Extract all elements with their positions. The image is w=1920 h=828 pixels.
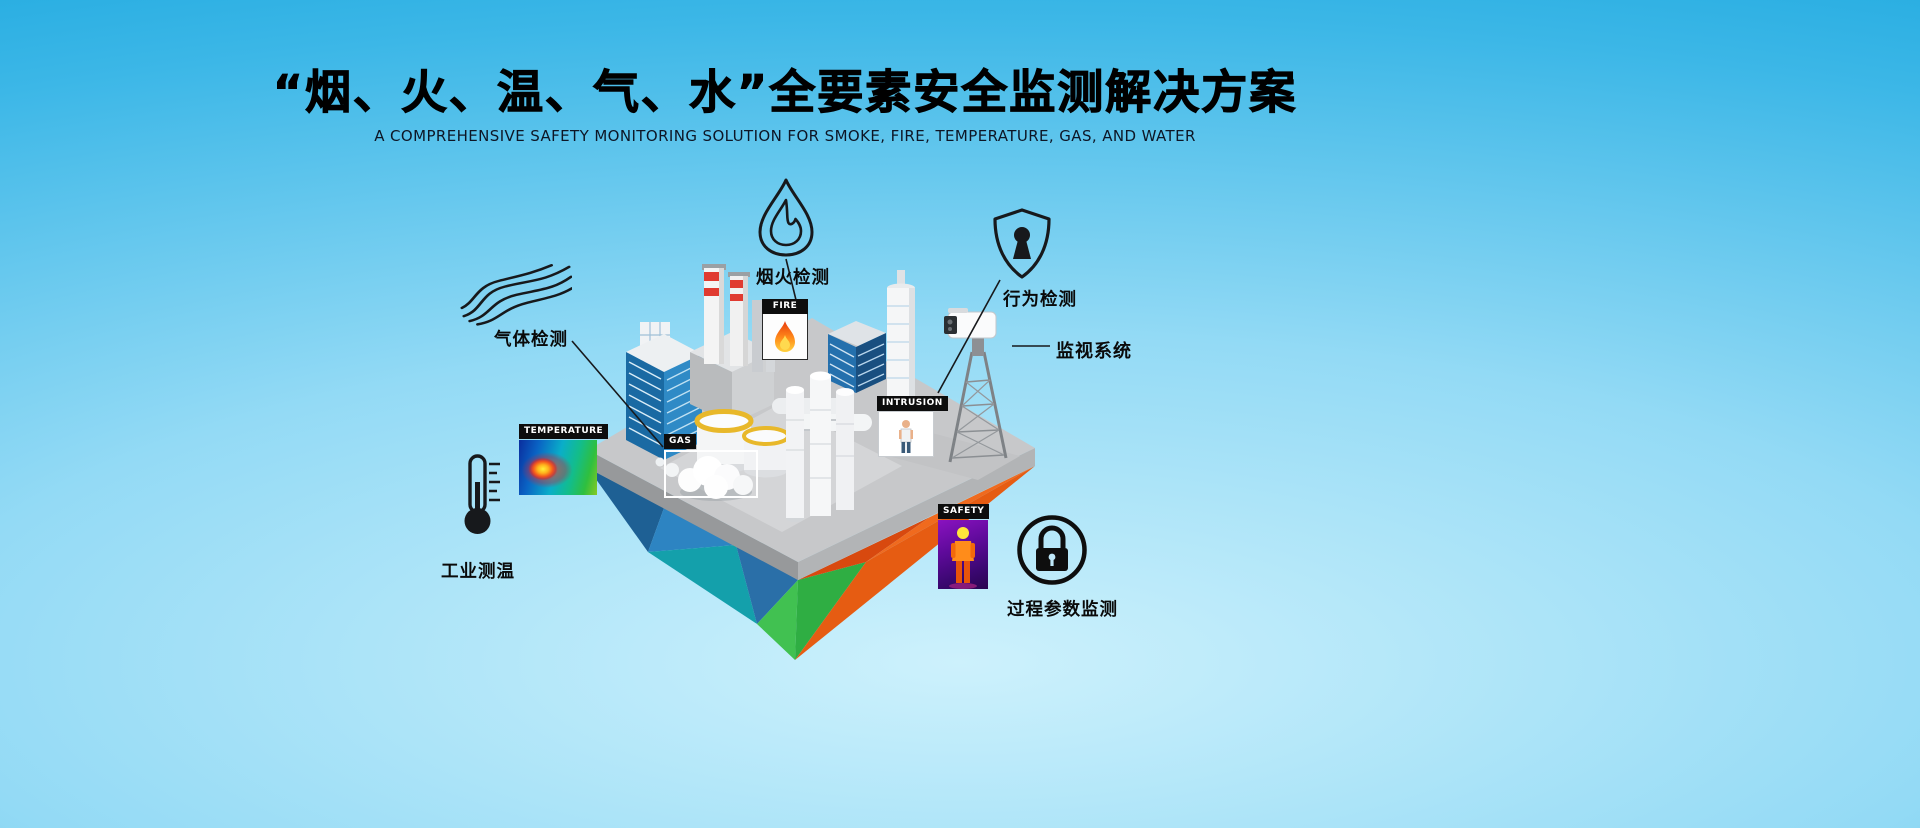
tag-intrusion: INTRUSION bbox=[877, 390, 948, 457]
fire-flame-icon bbox=[775, 320, 795, 352]
surveillance-tower bbox=[944, 308, 1008, 463]
callout-gas-label: 气体检测 bbox=[494, 330, 568, 350]
callout-behavior-label: 行为检测 bbox=[1003, 290, 1077, 310]
intrusion-card bbox=[878, 411, 934, 457]
safety-thermal-image bbox=[938, 520, 988, 589]
page-title: “烟、火、温、气、水”全要素安全监测解决方案 bbox=[272, 65, 1298, 120]
lock-circle-icon bbox=[1014, 512, 1090, 588]
thermometer-icon bbox=[452, 452, 504, 538]
tag-gas-label: GAS bbox=[664, 434, 697, 449]
intrusion-person-icon bbox=[899, 420, 913, 453]
fire-card bbox=[762, 314, 808, 360]
tag-gas: GAS bbox=[664, 428, 758, 498]
tag-fire: FIRE bbox=[762, 299, 808, 360]
tag-intrusion-label: INTRUSION bbox=[877, 396, 948, 411]
callout-smoke-fire-label: 烟火检测 bbox=[756, 268, 830, 288]
tag-fire-label: FIRE bbox=[762, 299, 808, 314]
callout-process-parameters-label: 过程参数监测 bbox=[1007, 600, 1118, 620]
callout-surveillance-label: 监视系统 bbox=[1056, 341, 1132, 362]
thermal-person-icon bbox=[949, 527, 977, 589]
flame-droplet-icon bbox=[750, 176, 822, 258]
gas-outline-box bbox=[664, 450, 758, 498]
gas-smoke-icon bbox=[460, 262, 574, 326]
tag-temperature-label: TEMPERATURE bbox=[519, 424, 609, 439]
shield-keyhole-icon bbox=[988, 206, 1056, 282]
tag-safety: SAFETY bbox=[938, 498, 990, 589]
tag-safety-label: SAFETY bbox=[938, 504, 990, 519]
page-subtitle: A COMPREHENSIVE SAFETY MONITORING SOLUTI… bbox=[374, 127, 1196, 145]
temperature-thermal-image bbox=[519, 440, 597, 495]
tag-temperature: TEMPERATURE bbox=[519, 418, 609, 495]
callout-industrial-temperature-label: 工业测温 bbox=[441, 562, 515, 582]
